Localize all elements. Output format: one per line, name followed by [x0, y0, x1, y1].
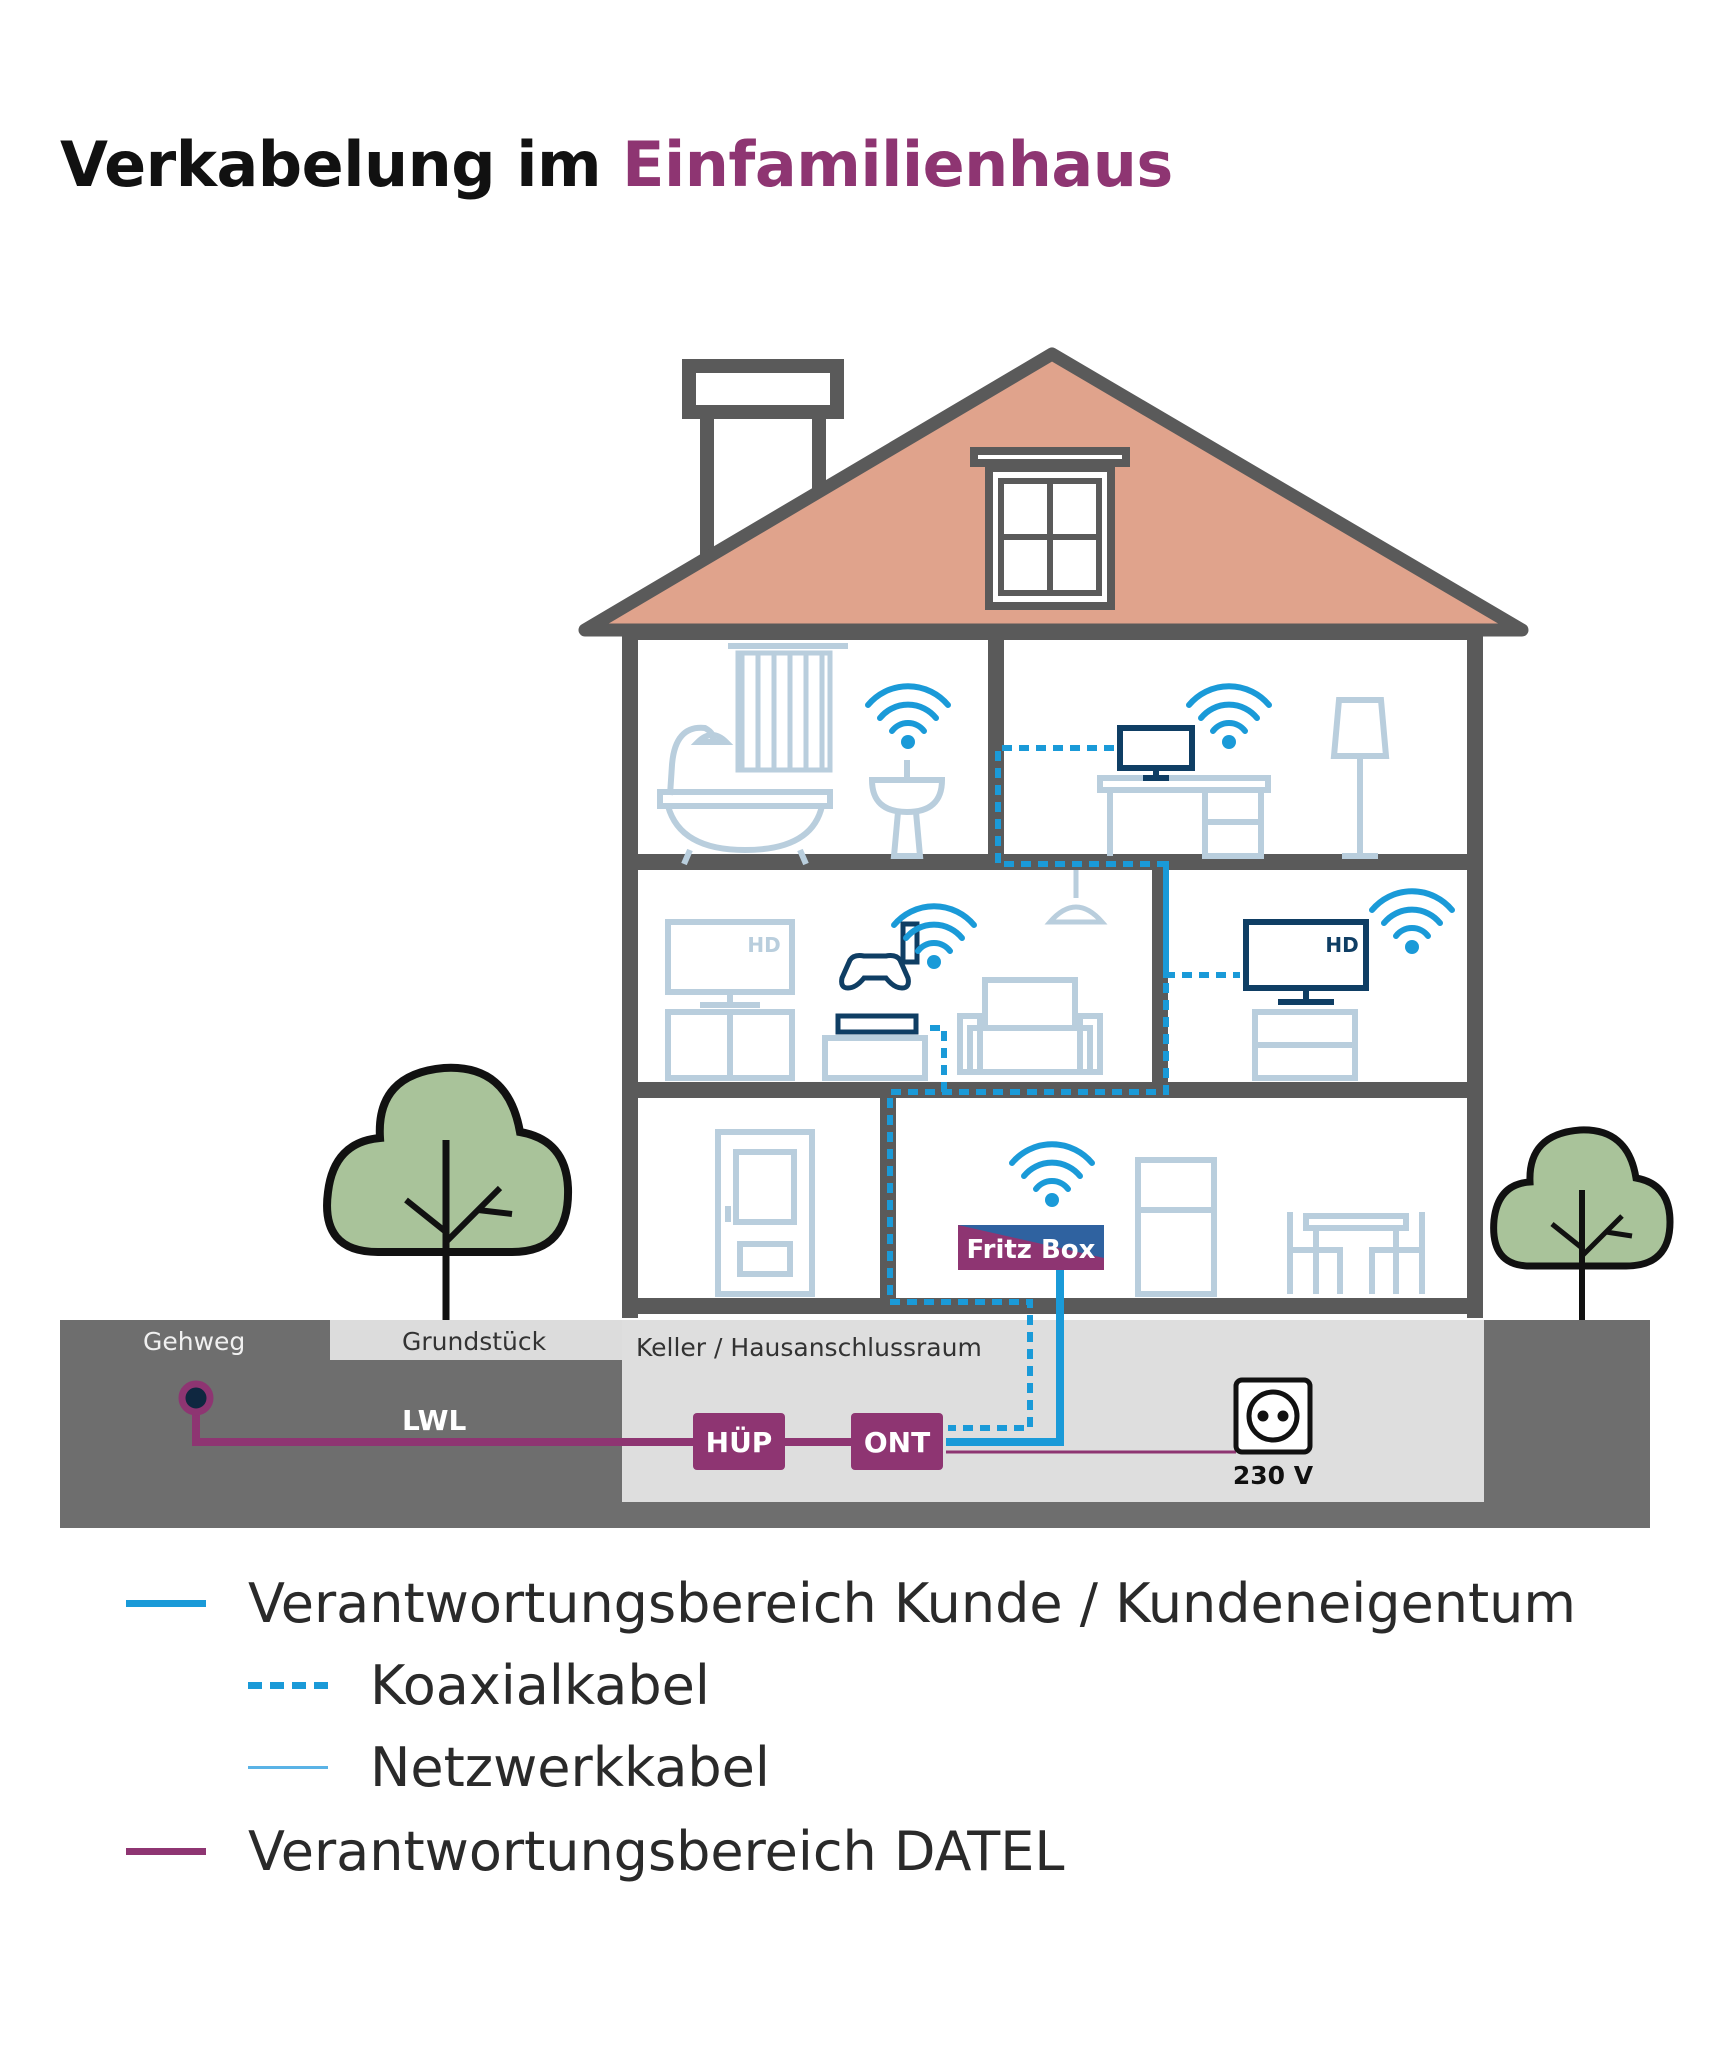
fridge-icon — [1135, 1157, 1217, 1297]
sink-icon — [868, 760, 946, 859]
armchair-icon — [957, 977, 1103, 1075]
huep-box — [693, 1413, 785, 1470]
hd-label-left: HD — [747, 933, 780, 957]
keller-label: Keller / Hausanschlussraum — [636, 1333, 982, 1362]
title-part2: Einfamilienhaus — [622, 128, 1173, 201]
gehweg-label: Gehweg — [143, 1327, 245, 1356]
floor-lamp-icon — [1330, 697, 1390, 859]
wifi-icon-ground — [1009, 1141, 1095, 1207]
coax-cables — [887, 745, 1240, 1431]
house-walls — [622, 624, 1483, 1318]
bathtub-icon — [657, 724, 833, 866]
door-icon — [715, 1129, 815, 1297]
desk-icon — [1097, 775, 1271, 859]
tree-left-icon — [323, 1063, 573, 1320]
tv-stand-mid-icon — [822, 1035, 928, 1081]
shower-curtain-icon — [728, 643, 848, 773]
tree-right-icon — [1490, 1126, 1674, 1320]
customer-cable — [946, 1270, 1064, 1446]
wifi-icon-bathroom — [865, 683, 951, 749]
monitor-icon — [1117, 725, 1195, 781]
lwl-label: LWL — [402, 1404, 467, 1437]
sideboard-right-icon — [1252, 1009, 1358, 1081]
grundstueck-strip — [330, 1320, 622, 1360]
title-part1: Verkabelung im — [60, 128, 623, 201]
ceiling-lamp-icon — [1044, 870, 1108, 925]
wifi-icon-living — [891, 903, 977, 969]
huep-label: HÜP — [706, 1425, 773, 1459]
game-console-icon — [835, 921, 920, 1035]
hd-label-right: HD — [1325, 933, 1358, 957]
power-socket-icon — [1233, 1377, 1313, 1455]
wifi-icon-office — [1186, 683, 1272, 749]
basement — [622, 1320, 1484, 1502]
dining-table-icon — [1287, 1212, 1425, 1294]
page-title: Verkabelung im Einfamilienhaus — [60, 128, 1173, 201]
lwl-cable — [178, 1380, 862, 1446]
voltage-label: 230 V — [1233, 1461, 1314, 1490]
tv-left-icon — [665, 919, 795, 1081]
wifi-icon-right — [1369, 888, 1455, 954]
fritzbox-box — [958, 1225, 1104, 1270]
attic-window — [970, 447, 1130, 610]
grundstueck-label: Grundstück — [402, 1327, 547, 1356]
tv-right-icon — [1243, 919, 1369, 1005]
ont-label: ONT — [864, 1426, 930, 1459]
chimney — [682, 359, 844, 565]
fritzbox-label: Fritz Box — [967, 1235, 1096, 1265]
ont-box — [851, 1413, 943, 1470]
